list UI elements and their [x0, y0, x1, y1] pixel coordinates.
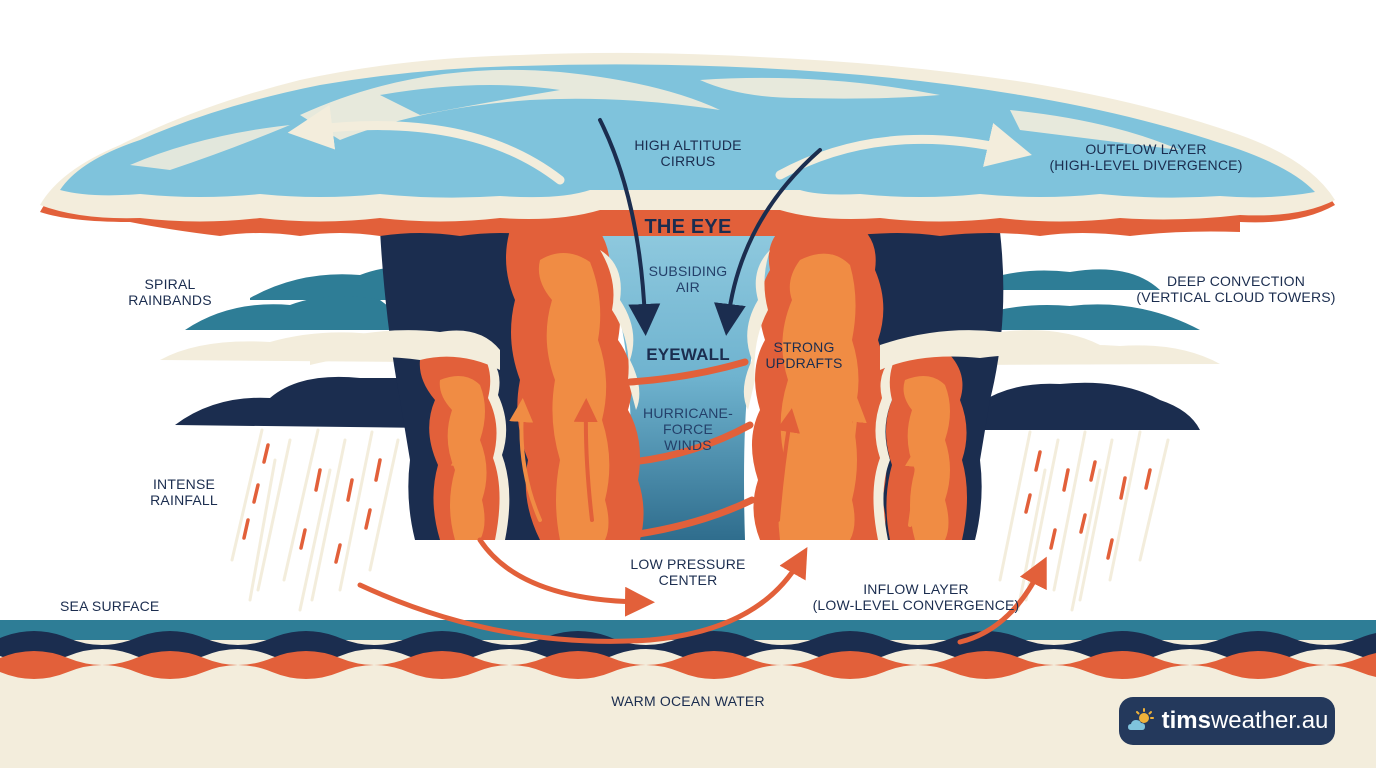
label-line: LOW PRESSURE — [630, 556, 746, 572]
label-intense-rainfall: INTENSE RAINFALL — [150, 476, 218, 508]
label-line: HURRICANE- — [643, 405, 733, 421]
label-line: UPDRAFTS — [765, 355, 843, 371]
rain-left — [230, 428, 400, 612]
spiral-rainbands-left — [160, 266, 440, 428]
label-outflow-layer: OUTFLOW LAYER (HIGH-LEVEL DIVERGENCE) — [1049, 141, 1242, 173]
label-deep-convection: DEEP CONVECTION (VERTICAL CLOUD TOWERS) — [1136, 273, 1335, 305]
label-line: (VERTICAL CLOUD TOWERS) — [1136, 289, 1336, 305]
updraft-arrows — [450, 398, 929, 527]
label-line: EYEWALL — [646, 345, 730, 364]
eyewall-swirls — [626, 358, 756, 539]
hurricane-eye — [570, 177, 810, 541]
label-line: SEA SURFACE — [60, 598, 160, 614]
sun-cloud-icon — [1127, 708, 1154, 730]
label-spiral-rainbands: SPIRAL RAINBANDS — [128, 276, 211, 308]
label-line: CENTER — [658, 572, 718, 588]
label-subsiding-air: SUBSIDING AIR — [649, 263, 728, 295]
label-hurricane-force-winds: HURRICANE- FORCE WINDS — [643, 405, 733, 453]
label-strong-updrafts: STRONG UPDRAFTS — [765, 339, 842, 371]
label-line: INTENSE — [152, 476, 216, 492]
eyewall-tower-right — [743, 216, 887, 541]
label-line: OUTFLOW LAYER — [1085, 141, 1207, 157]
label-line: RAINFALL — [150, 492, 218, 508]
label-the-eye: THE EYE — [645, 216, 732, 238]
brand-name-rest: weather.au — [1210, 707, 1329, 734]
rain-right — [998, 430, 1170, 612]
label-high-altitude-cirrus: HIGH ALTITUDE CIRRUS — [634, 137, 741, 169]
label-line: (HIGH-LEVEL DIVERGENCE) — [1049, 157, 1243, 173]
inflow-arrows — [357, 537, 1047, 645]
label-eyewall: EYEWALL — [646, 345, 730, 365]
label-line: AIR — [676, 279, 700, 295]
label-line: THE EYE — [644, 216, 732, 238]
label-line: (LOW-LEVEL CONVERGENCE) — [812, 597, 1020, 613]
brand-name-bold: tims — [1161, 707, 1211, 734]
outflow-arrows — [287, 104, 1032, 336]
label-line: WINDS — [664, 437, 712, 453]
label-line: DEEP CONVECTION — [1166, 273, 1306, 289]
label-line: RAINBANDS — [128, 292, 212, 308]
label-low-pressure-center: LOW PRESSURE CENTER — [630, 556, 745, 588]
label-line: STRONG — [773, 339, 835, 355]
label-line: WARM OCEAN WATER — [611, 693, 765, 709]
label-line: SUBSIDING — [648, 263, 728, 279]
label-line: INFLOW LAYER — [863, 581, 969, 597]
label-line: FORCE — [662, 421, 713, 437]
label-inflow-layer: INFLOW LAYER (LOW-LEVEL CONVERGENCE) — [813, 581, 1020, 613]
label-sea-surface: SEA SURFACE — [60, 598, 159, 614]
label-warm-ocean-water: WARM OCEAN WATER — [611, 693, 765, 709]
label-line: HIGH ALTITUDE — [634, 137, 742, 153]
eyewall-tower-left — [506, 212, 644, 540]
label-line: CIRRUS — [660, 153, 716, 169]
label-line: SPIRAL — [144, 276, 196, 292]
